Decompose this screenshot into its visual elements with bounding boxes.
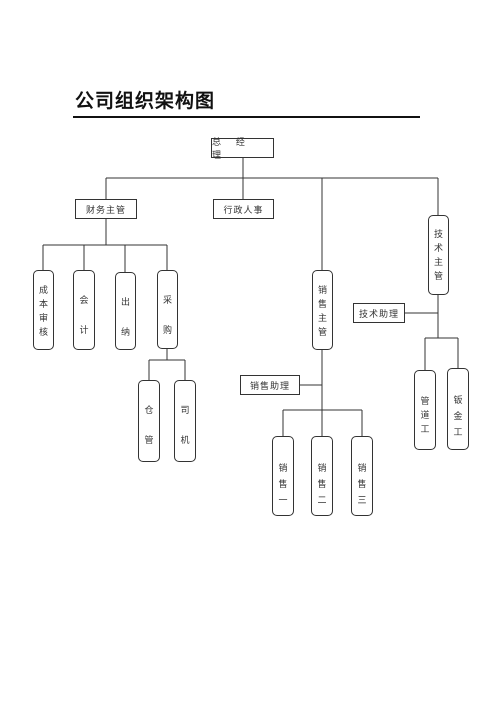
node-pipe-worker-label: 管道工 — [420, 397, 430, 435]
node-purchasing: 采购 — [157, 270, 178, 349]
node-warehouse: 仓管 — [138, 380, 160, 462]
node-finance-manager: 财务主管 — [75, 199, 137, 219]
node-tech-manager-label: 技术主管 — [433, 230, 443, 282]
node-driver: 司机 — [174, 380, 196, 462]
node-general-manager: 总 经 理 — [211, 138, 274, 161]
node-sales-3: 销售三 — [351, 436, 373, 516]
node-sales-1: 销售一 — [272, 436, 294, 516]
node-sheet-metal-worker-label: 钣金工 — [453, 396, 463, 438]
node-sales-assistant: 销售助理 — [240, 375, 300, 395]
node-pipe-worker: 管道工 — [414, 370, 436, 450]
node-sales-2: 销售二 — [311, 436, 333, 516]
node-tech-assistant: 技术助理 — [353, 303, 405, 323]
node-warehouse-label: 仓管 — [144, 406, 154, 446]
title-underline — [73, 116, 420, 118]
node-sales-manager: 销售主管 — [312, 270, 333, 350]
node-accounting-label: 会计 — [79, 296, 89, 336]
node-sheet-metal-worker: 钣金工 — [447, 368, 469, 450]
node-admin-hr: 行政人事 — [213, 199, 274, 219]
node-sales-3-label: 销售三 — [357, 464, 367, 506]
node-purchasing-label: 采购 — [162, 296, 172, 336]
node-sales-1-label: 销售一 — [278, 464, 288, 506]
node-tech-manager: 技术主管 — [428, 215, 449, 295]
node-accounting: 会计 — [73, 270, 95, 350]
node-cashier-label: 出纳 — [120, 298, 130, 338]
page-title: 公司组织架构图 — [75, 90, 216, 112]
node-cashier: 出纳 — [115, 272, 136, 350]
node-cost-audit: 成本审核 — [33, 270, 54, 350]
node-driver-label: 司机 — [180, 406, 190, 446]
node-cost-audit-label: 成本审核 — [38, 286, 48, 338]
node-sales-2-label: 销售二 — [317, 464, 327, 506]
node-sales-manager-label: 销售主管 — [317, 286, 327, 338]
